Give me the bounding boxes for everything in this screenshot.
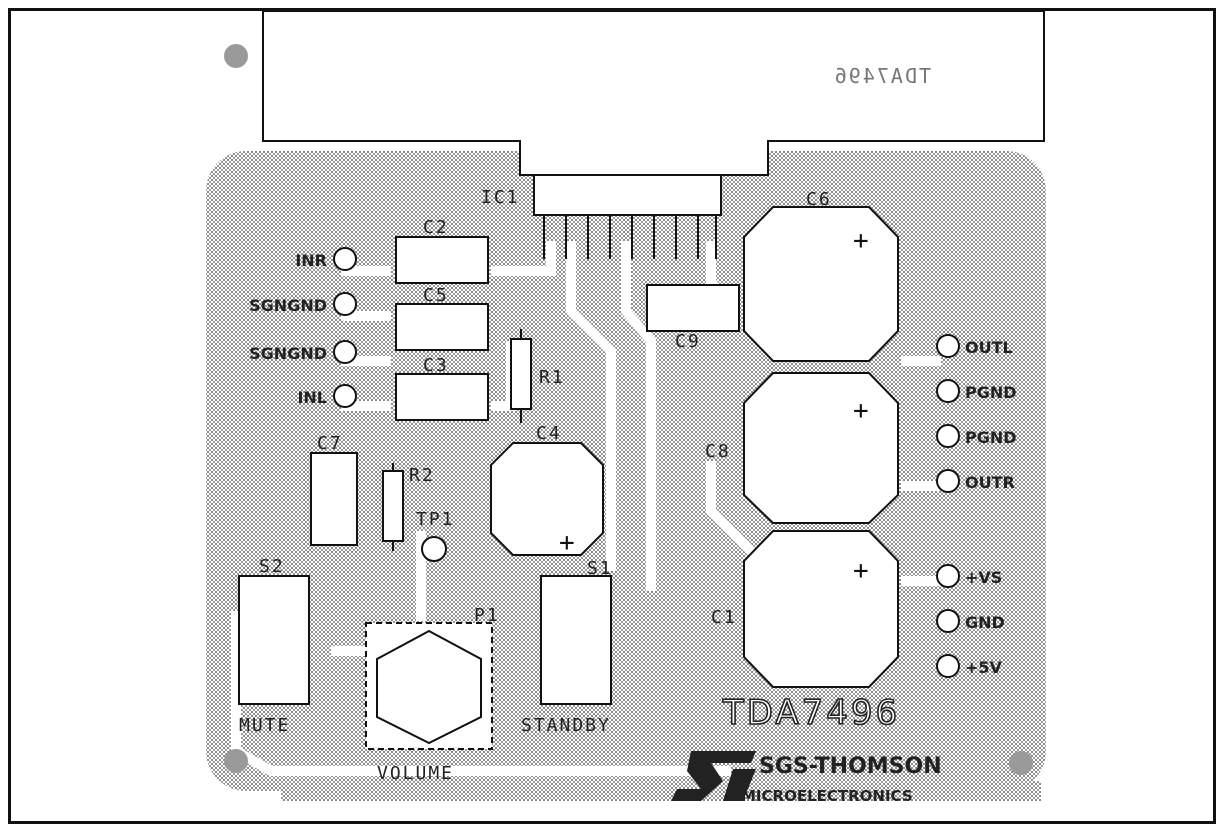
c8-label: C8 — [705, 441, 731, 462]
test-point-tp1 — [421, 536, 447, 562]
s1-label: S1 — [587, 558, 613, 579]
c2-label: C2 — [423, 217, 449, 238]
pad-inl — [333, 384, 357, 408]
pad-sgngnd-2 — [333, 340, 357, 364]
pad-vs — [936, 564, 960, 588]
ic1-package — [533, 174, 722, 216]
pad-5v — [936, 654, 960, 678]
c1-plus: + — [853, 556, 869, 586]
c8-plus: + — [853, 396, 869, 426]
ic1-pins — [543, 215, 717, 259]
pad-gnd — [936, 609, 960, 633]
pad-outr — [936, 469, 960, 493]
chip-marking: TDA7496 — [833, 64, 931, 88]
capacitor-c2 — [395, 236, 489, 284]
pad-label-sgngnd-2: SGNGND — [249, 344, 327, 363]
st-logo — [671, 751, 756, 801]
pcb-layout-diagram: TDA7496 IC1 INR SGNGND SGNGND INL C2 C5 … — [206, 11, 1046, 805]
potentiometer-p1 — [376, 629, 482, 745]
manufacturer-name: SGS-THOMSON — [759, 754, 942, 779]
capacitor-c5 — [395, 303, 489, 351]
manufacturer-subtitle: MICROELECTRONICS — [741, 787, 913, 805]
pad-pgnd-1 — [936, 379, 960, 403]
board-title: TDA7496 — [722, 693, 900, 733]
s2-label: S2 — [259, 556, 285, 577]
capacitor-c1 — [743, 530, 899, 688]
pad-outl — [936, 334, 960, 358]
c4-label: C4 — [536, 423, 562, 444]
c7-label: C7 — [317, 433, 343, 454]
volume-caption: VOLUME — [377, 763, 454, 784]
c9-label: C9 — [675, 331, 701, 352]
r1-label: R1 — [539, 367, 565, 388]
trace-gaps — [231, 241, 941, 776]
tp1-label: TP1 — [416, 509, 455, 530]
pcb-frame: TDA7496 IC1 INR SGNGND SGNGND INL C2 C5 … — [8, 8, 1216, 824]
p1-label: P1 — [474, 605, 500, 626]
pad-label-pgnd-1: PGND — [965, 383, 1017, 402]
capacitor-c6 — [743, 206, 899, 362]
c5-label: C5 — [423, 285, 449, 306]
switch-s2 — [238, 575, 310, 705]
ic1-label: IC1 — [481, 187, 520, 208]
capacitor-c9 — [646, 284, 740, 332]
capacitor-c4 — [490, 442, 604, 556]
c6-plus: + — [853, 226, 869, 256]
mount-hole-bottom-left — [224, 749, 248, 773]
pad-label-pgnd-2: PGND — [965, 428, 1017, 447]
c3-label: C3 — [423, 355, 449, 376]
pad-inr — [333, 247, 357, 271]
pad-label-gnd: GND — [965, 613, 1005, 632]
pad-sgngnd-1 — [333, 292, 357, 316]
pad-label-inr: INR — [295, 251, 327, 270]
pad-label-outr: OUTR — [965, 473, 1015, 492]
resistor-r2 — [382, 470, 404, 542]
pad-label-vs: +VS — [965, 568, 1002, 587]
resistor-r1 — [510, 338, 532, 410]
pad-label-inl: INL — [297, 388, 327, 407]
mute-caption: MUTE — [239, 715, 290, 736]
c1-label: C1 — [711, 607, 737, 628]
mount-hole-top-left — [224, 44, 248, 68]
pad-pgnd-2 — [936, 424, 960, 448]
left-pads: INR SGNGND SGNGND INL — [249, 247, 357, 408]
capacitor-c7 — [310, 452, 358, 546]
right-pads: OUTL PGND PGND OUTR +VS GND +5V — [936, 334, 1017, 678]
c6-label: C6 — [806, 189, 832, 210]
capacitor-c3 — [395, 373, 489, 421]
capacitor-c8 — [743, 372, 899, 524]
switch-s1 — [540, 575, 612, 705]
c4-plus: + — [559, 528, 575, 558]
pad-label-5v: +5V — [965, 658, 1003, 677]
pad-label-outl: OUTL — [965, 338, 1013, 357]
r2-label: R2 — [409, 465, 435, 486]
standby-caption: STANDBY — [521, 715, 611, 736]
pad-label-sgngnd-1: SGNGND — [249, 296, 327, 315]
heatsink-outline — [262, 11, 1045, 176]
mount-hole-bottom-right — [1009, 751, 1033, 775]
